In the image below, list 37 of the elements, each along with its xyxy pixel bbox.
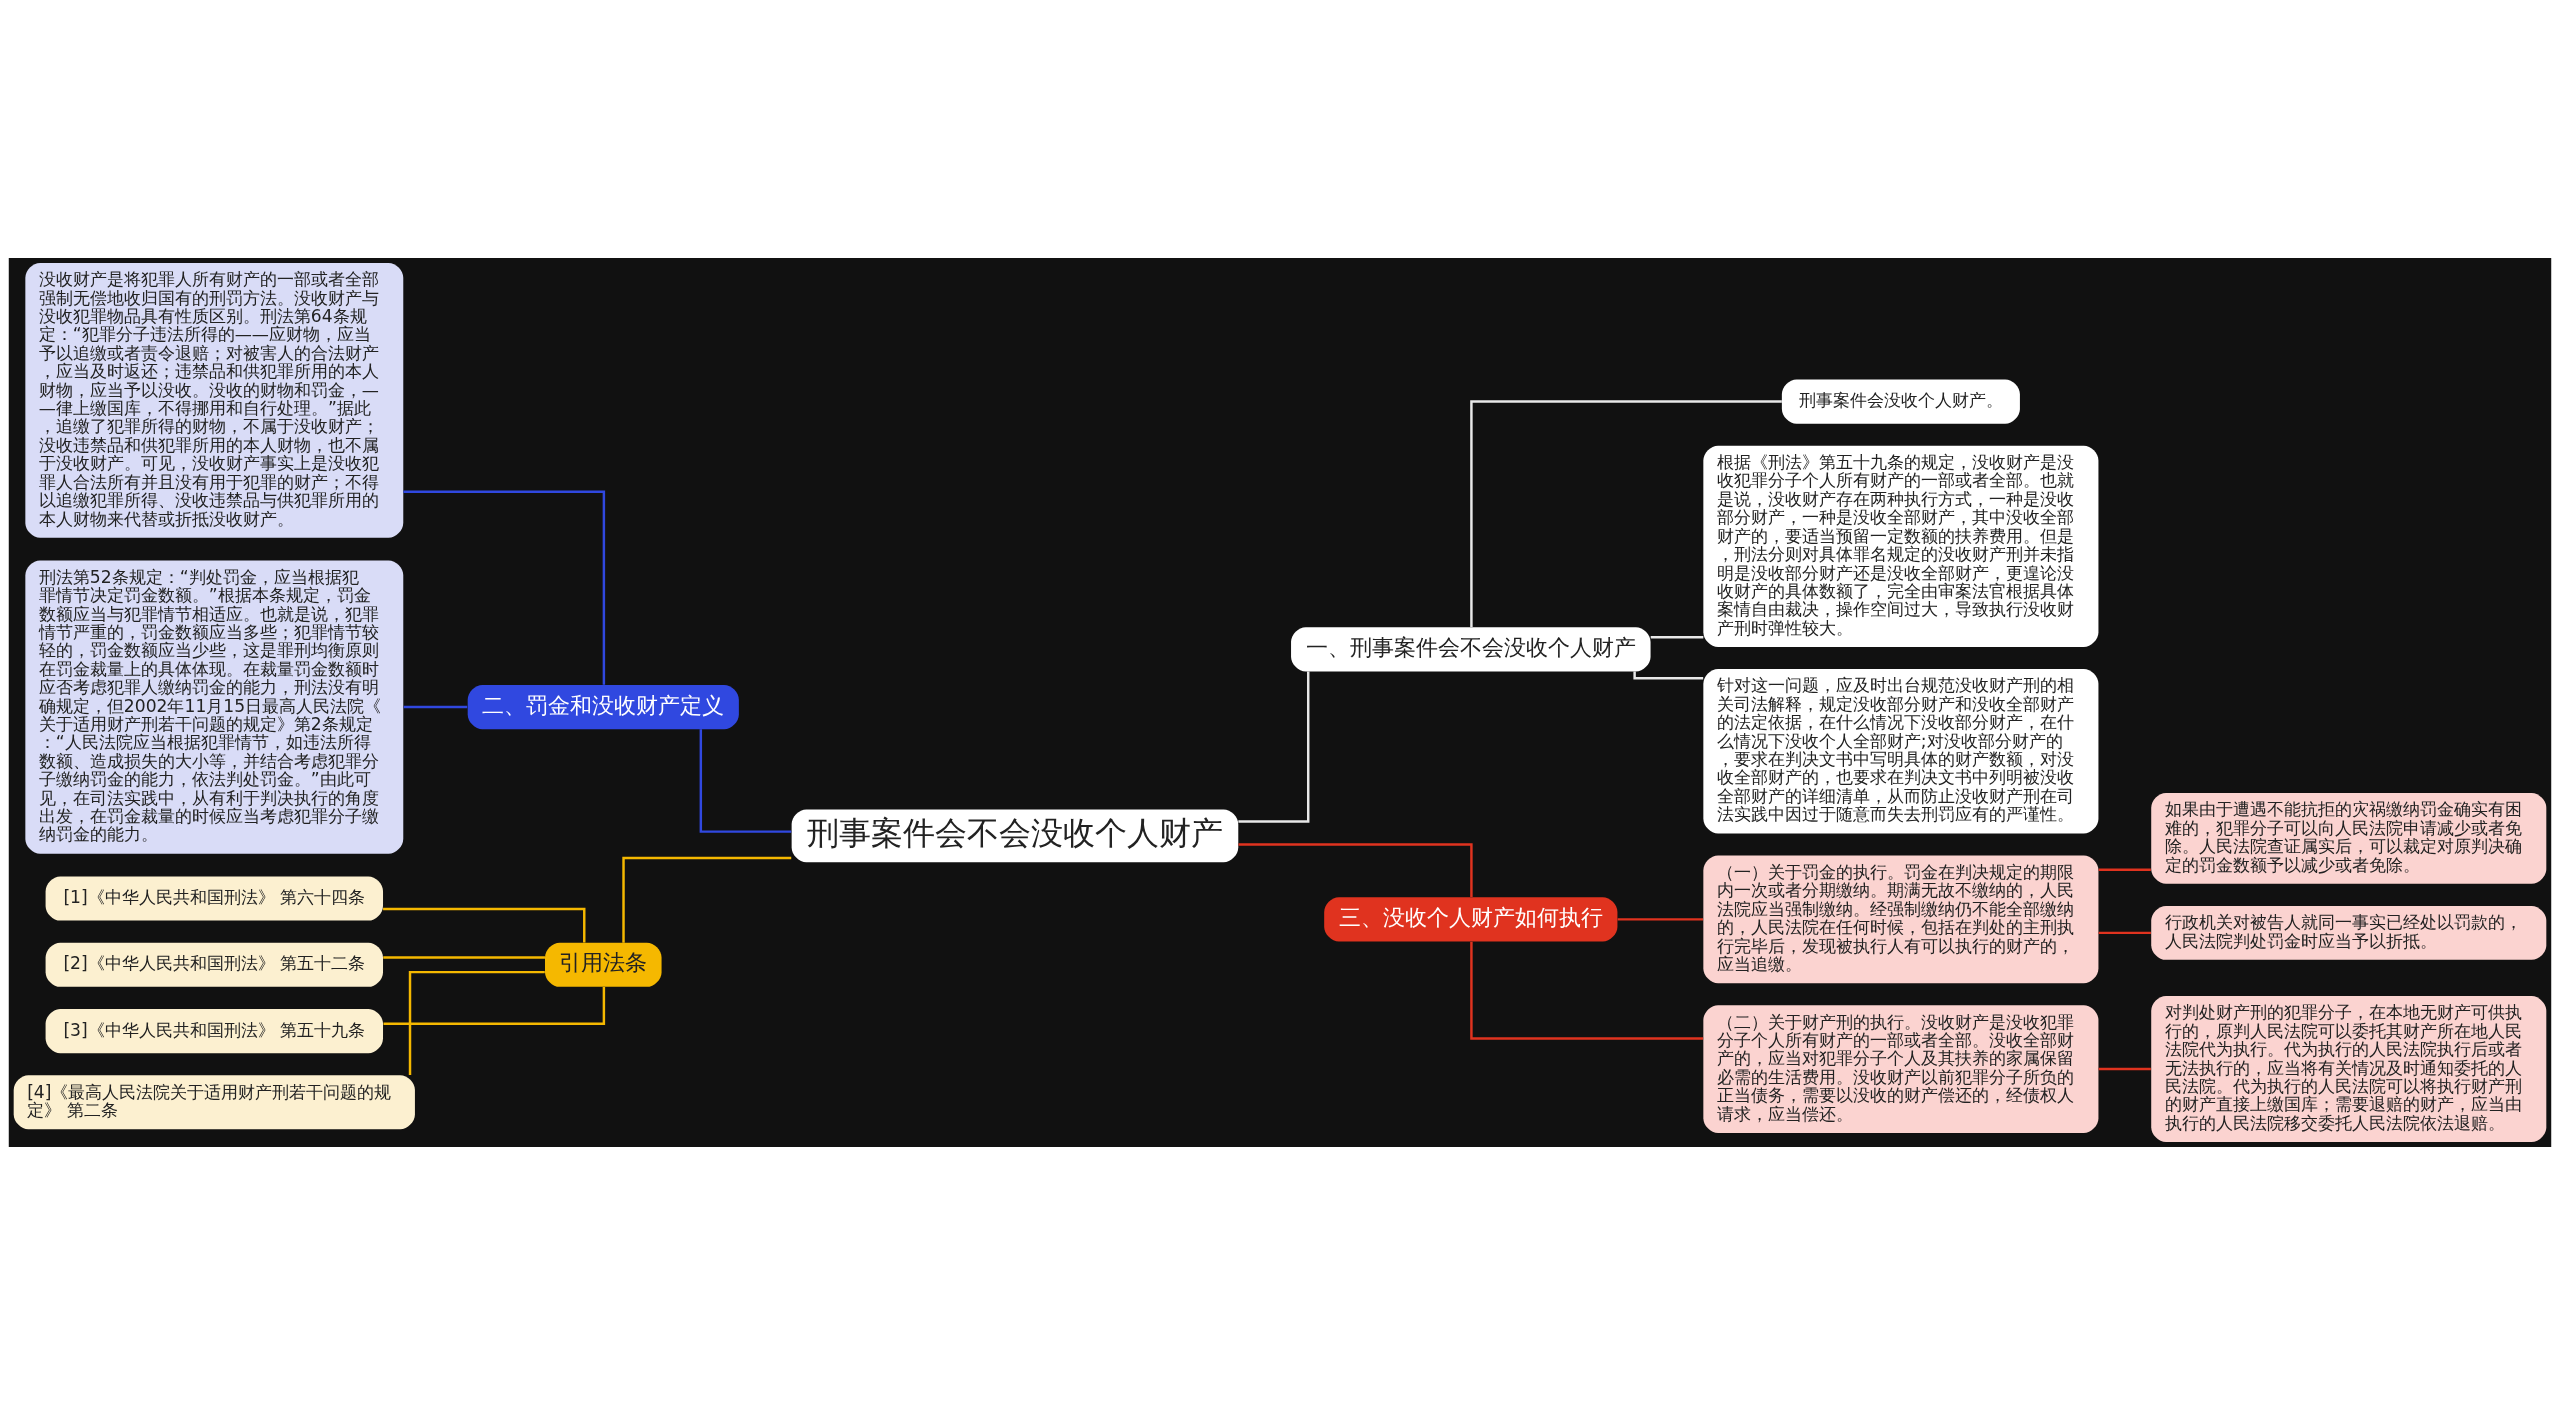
connector [2098,868,2151,871]
node-box: 没收财产是将犯罪人所有财产的一部或者全部强制无偿地收归国有的刑罚方法。没收财产与没收犯罪物品具有性质区别。刑法第64条规定：“犯罪分子违法所得的——应财物，应当予以追缴或者责令退赔；对被害人的合法财产，应当及时返还；违禁品和供犯罪所用的本人财物，应当予以没收。没收的财物和罚金，——律上缴国库，不得挪用和自行处理。”据此，追缴了犯罪所得的财物，不属于没收财产；没收违禁品和供犯罪所用的本人财物，也不属于没收财产。可见，没收财产事实上是没收犯罪人合法所有并且没有用于犯罪的财产；不得以追缴犯罪所得、没收违禁品与供犯罪所用的本人财物来代替或折抵没收财产。 [25,262,404,538]
node-box: 刑事案件会不会没收个人财产 [791,809,1239,863]
node-box: （二）关于财产刑的执行。没收财产是没收犯罪分子个人所有财产的一部或者全部。没收全部财产的，应当对犯罪分子个人及其扶养的家属保留必需的生活费用。没收财产以前犯罪分子所负的正当债务，需要以没收的财产偿还的，经债权人请求，应当偿还。 [1703,1005,2099,1133]
node-box: 对判处财产刑的犯罪分子，在本地无财产可供执行的，原判人民法院可以委托其财产所在地人民法院代为执行。代为执行的人民法院执行后或者无法执行的，应当将有关情况及时通知委托的人民法院。代为执行的人民法院可以将执行财产刑的财产直接上缴国库；需要退赔的财产，应当由执行的人民法院移交委托人民法院依法退赔。 [2151,996,2547,1143]
connector [1650,635,1704,639]
node-box: 三、没收个人财产如何执行 [1324,897,1618,942]
connector [1238,843,1473,897]
connector [1617,918,1703,921]
node-box: 二、罚金和没收财产定义 [467,685,739,730]
connector [1238,671,1310,823]
connector [403,705,468,709]
connector [2098,1067,2151,1071]
connector [383,907,586,943]
connector [1470,941,1704,1040]
node-box: 根据《刑法》第五十九条的规定，没收财产是没收犯罪分子个人所有财产的一部或者全部。也就是说，没收财产存在两种执行方式，一种是没收部分财产，一种是没收全部财产，其中没收全部财产的，要适当预留一定数额的扶养费用。但是，刑法分则对具体罪名规定的没收财产刑并未指明是没收部分财产还是没收全部财产，更遑论没收财产的具体数额了，完全由审案法官根据具体案情自由裁决，操作空间过大，导致执行没收财产刑时弹性较大。 [1703,445,2099,647]
connector [408,970,545,1075]
connector [383,956,545,959]
node-box: 针对这一问题，应及时出台规范没收财产刑的相关司法解释，规定没收部分财产和没收全部财产的法定依据，在什么情况下没收部分财产，在什么情况下没收个人全部财产;对没收部分财产的，要求在判决文书中写明具体的财产数额，对没收全部财产的，也要求在判决文书中列明被没收全部财产的详细清单，从而防止没收财产刑在司法实践中因过于随意而失去刑罚应有的严谨性。 [1703,669,2099,834]
connector [1633,671,1704,680]
connector [699,729,792,833]
connector [383,987,606,1025]
node-box: （一）关于罚金的执行。罚金在判决规定的期限内一次或者分期缴纳。期满无故不缴纳的，人民法院应当强制缴纳。经强制缴纳仍不能全部缴纳的，人民法院在任何时候，包括在判处的主刑执行完毕后，发现被执行人有可以执行的财产的，应当追缴。 [1703,855,2099,984]
node-box: [1]《中华人民共和国刑法》 第六十四条 [45,876,383,921]
node-box: 刑法第52条规定：“判处罚金，应当根据犯罪情节决定罚金数额。”根据本条规定，罚金数额应当与犯罪情节相适应。也就是说，犯罪情节严重的，罚金数额应当多些；犯罪情节较轻的，罚金数额应当少些，这是罪刑均衡原则在罚金裁量上的具体体现。在裁量罚金数额时应否考虑犯罪人缴纳罚金的能力，刑法没有明确规定，但2002年11月15日最高人民法院《关于适用财产刑若干问题的规定》第2条规定：“人民法院应当根据犯罪情节，如违法所得数额、造成损失的大小等，并结合考虑犯罪分子缴纳罚金的能力，依法判处罚金。”由此可见，在司法实践中，从有利于判决执行的角度出发，在罚金裁量的时候应当考虑犯罪分子缴纳罚金的能力。 [25,560,404,854]
node-box: [2]《中华人民共和国刑法》 第五十二条 [45,942,383,987]
node-box: 行政机关对被告人就同一事实已经处以罚款的，人民法院判处罚金时应当予以折抵。 [2151,905,2547,960]
connector [403,490,606,685]
connector [622,856,792,943]
node-box: 如果由于遭遇不能抗拒的灾祸缴纳罚金确实有困难的，犯罪分子可以向人民法院申请减少或者免除。人民法院查证属实后，可以裁定对原判决确定的罚金数额予以减少或者免除。 [2151,793,2547,884]
node-box: [3]《中华人民共和国刑法》 第五十九条 [45,1008,383,1054]
node-box: 刑事案件会没收个人财产。 [1781,379,2020,424]
node-box: 引用法条 [545,942,662,987]
node-box: 一、刑事案件会不会没收个人财产 [1291,627,1651,672]
node-box: [4]《最高人民法院关于适用财产刑若干问题的规定》 第二条 [13,1075,415,1130]
connector [2098,931,2151,935]
connector [1470,400,1782,627]
